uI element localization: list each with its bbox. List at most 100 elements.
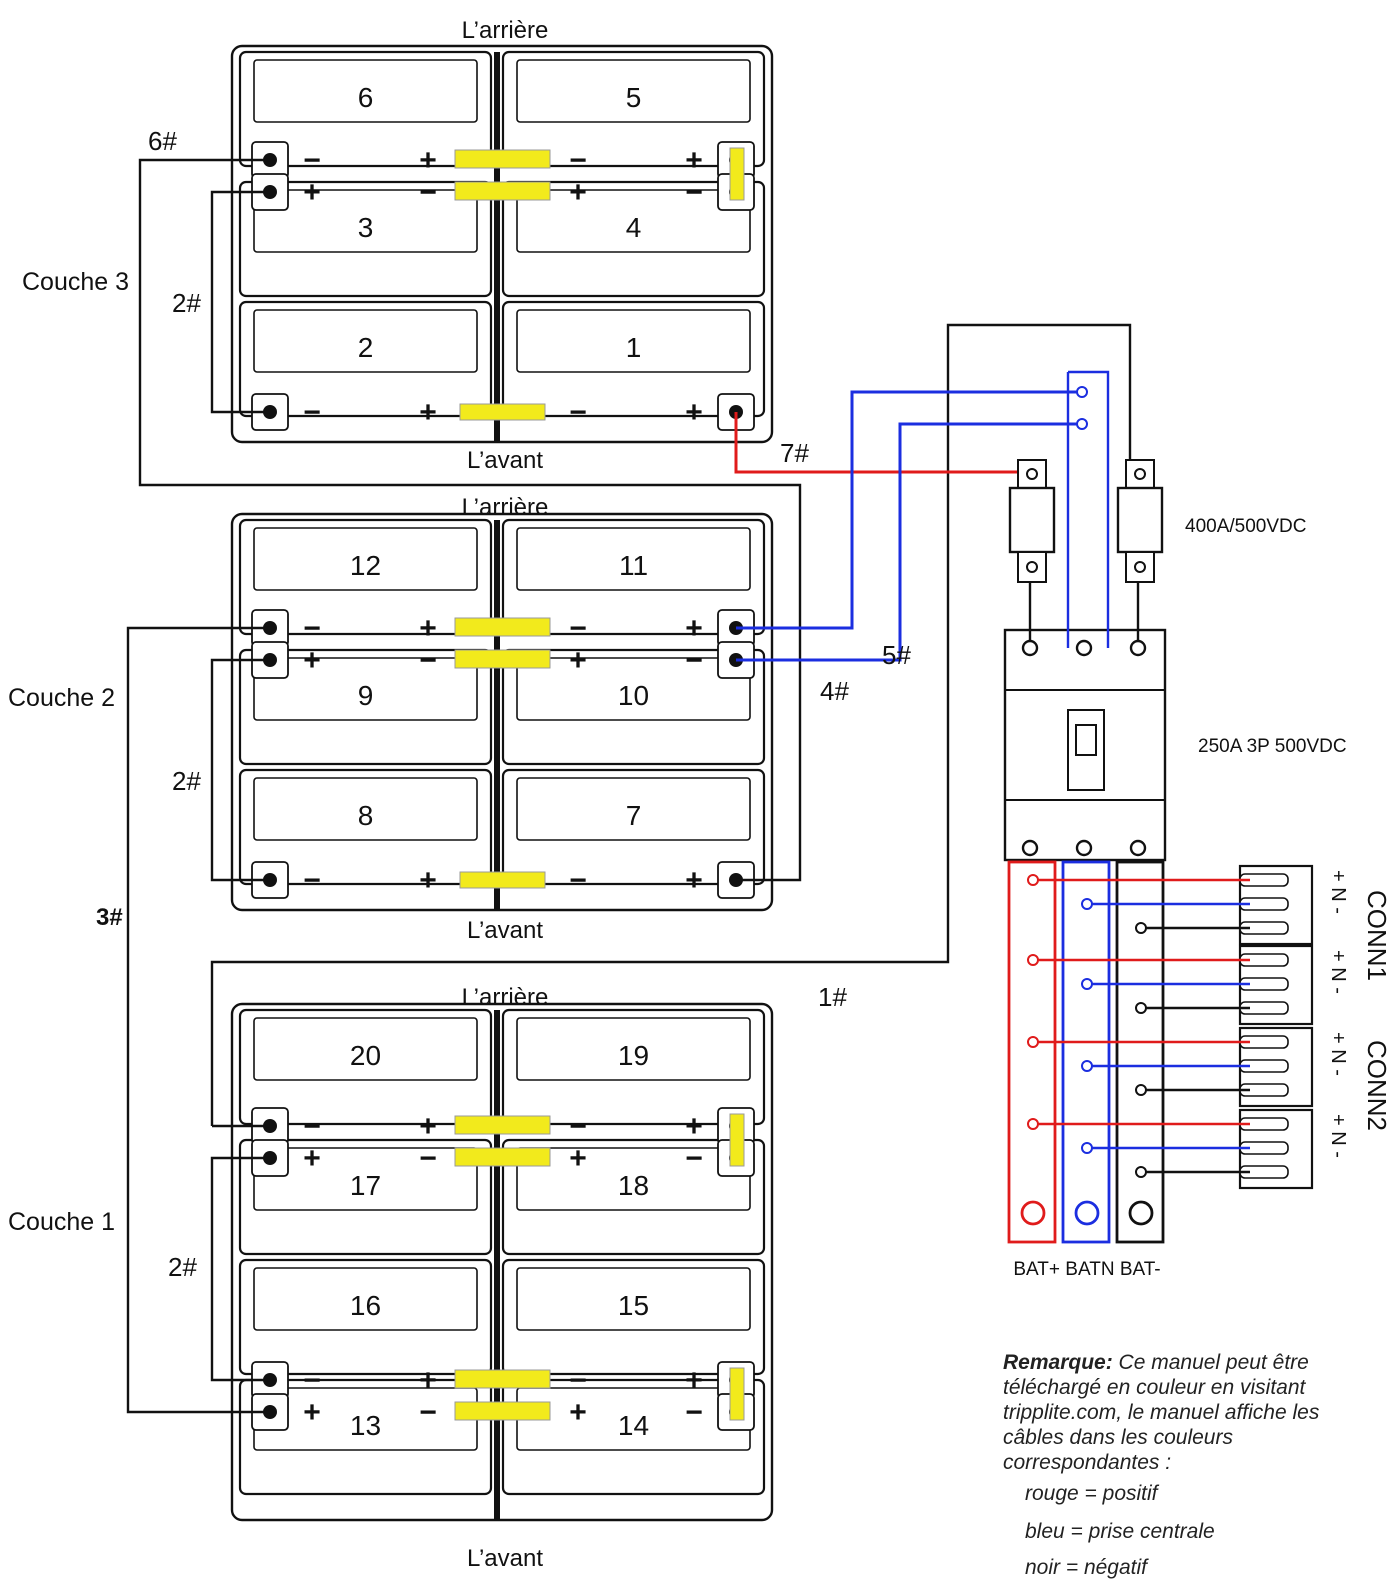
link-bar [454, 649, 551, 669]
battery-cell-10: 10 [501, 648, 766, 766]
busbar-bolt [1020, 1200, 1046, 1226]
battery-cell-3: 3 [238, 180, 493, 298]
fuse-rating: 400A/500VDC [1185, 516, 1306, 537]
battery-cell-16: 16 [238, 1258, 493, 1376]
breaker-top-terminal [1021, 639, 1039, 657]
minus-sign: − [569, 612, 587, 645]
minus-sign: − [685, 1396, 703, 1429]
minus-sign: − [419, 1396, 437, 1429]
cell-inner [253, 1267, 478, 1331]
cell-inner [253, 777, 478, 841]
cell-outline [501, 1008, 766, 1126]
plus-sign: + [419, 1110, 437, 1143]
link-bar [459, 871, 546, 889]
link-bar [459, 403, 546, 421]
cell-outline [501, 518, 766, 636]
cell-number: 10 [618, 680, 649, 711]
fuse-bottom-cap [1125, 551, 1155, 583]
fuse-body [1116, 486, 1164, 554]
battery-cell-1: 1 [501, 300, 766, 418]
bus-tap [1027, 1118, 1039, 1130]
orientation-label-front: L’avant [467, 1545, 543, 1572]
plus-sign: + [419, 1364, 437, 1397]
cell-number: 8 [358, 800, 374, 831]
plus-sign: + [685, 144, 703, 177]
cable-label-4: 4# [820, 676, 849, 706]
battery-cell-20: 20 [238, 1008, 493, 1126]
bus-post [1076, 418, 1088, 430]
fuse-bottom-cap [1017, 551, 1047, 583]
minus-sign: − [303, 864, 321, 897]
cell-inner [253, 527, 478, 591]
bus-tap [1135, 1084, 1147, 1096]
legend-positive: rouge = positif [1025, 1482, 1158, 1505]
bus-tap [1081, 898, 1093, 910]
minus-sign: − [303, 144, 321, 177]
connector-label-conn2: CONN2 [1362, 1040, 1392, 1131]
orientation-label-back: L’arrière [462, 494, 549, 521]
bus-tap [1027, 1036, 1039, 1048]
cell-outline [238, 518, 493, 636]
cell-inner [516, 1147, 751, 1211]
battery-cell-15: 15 [501, 1258, 766, 1376]
cable-5 [736, 390, 1082, 630]
cell-number: 12 [350, 550, 381, 581]
connector-4: + N - [1027, 1108, 1349, 1190]
minus-sign: − [419, 176, 437, 209]
cable-3 [126, 626, 270, 1414]
battery-cell-6: 6 [238, 50, 493, 168]
battery-cell-14: 14 [501, 1378, 766, 1496]
cell-outline [238, 180, 493, 298]
minus-sign: − [569, 1364, 587, 1397]
connector-pin-labels: + N - [1327, 870, 1349, 914]
minus-sign: − [685, 1142, 703, 1175]
cell-number: 11 [619, 550, 648, 581]
plus-sign: + [303, 644, 321, 677]
cell-number: 9 [358, 680, 374, 711]
bus-tap [1027, 954, 1039, 966]
cable-label-2c: 2# [168, 1252, 197, 1282]
cell-outline [501, 648, 766, 766]
minus-sign: − [303, 1110, 321, 1143]
orientation-label-back: L’arrière [462, 17, 549, 44]
cable-2-layer2 [210, 658, 270, 882]
fuse-top-cap [1017, 459, 1047, 489]
busbar-outline [1007, 860, 1057, 1244]
connector-2: + N - [1027, 944, 1349, 1026]
cell-number: 13 [350, 1410, 381, 1441]
layer-frame [230, 1002, 774, 1522]
bus-tap [1081, 978, 1093, 990]
link-bar [454, 617, 551, 637]
bus-tap [1135, 922, 1147, 934]
plus-sign: + [685, 1364, 703, 1397]
connector-3: + N - [1027, 1026, 1349, 1108]
orientation-label-back: L’arrière [462, 984, 549, 1011]
connector-pin-labels: + N - [1327, 1032, 1349, 1076]
cable-7 [734, 412, 1030, 474]
link-bar [454, 1369, 551, 1389]
cable-1 [210, 323, 1132, 1126]
minus-sign: − [419, 1142, 437, 1175]
cell-outline [501, 300, 766, 418]
cell-number: 15 [618, 1290, 649, 1321]
plus-sign: + [685, 1110, 703, 1143]
busbar-negative [1115, 860, 1165, 1244]
cell-inner [253, 1017, 478, 1081]
plus-sign: + [569, 644, 587, 677]
breaker-bottom-terminal [1021, 839, 1039, 857]
cell-outline [238, 768, 493, 886]
cable-label-7: 7# [780, 438, 809, 468]
cable-2-layer3 [210, 190, 270, 414]
battery-cell-4: 4 [501, 180, 766, 298]
cell-number: 20 [350, 1040, 381, 1071]
layer-label-2: Couche 2 [8, 684, 115, 712]
plus-sign: + [303, 176, 321, 209]
fuse-bottom-bolt [1026, 561, 1038, 573]
cell-number: 3 [358, 212, 374, 243]
cable-label-1: 1# [818, 982, 847, 1012]
layer-label-1: Couche 1 [8, 1208, 115, 1236]
cable-wiring [126, 158, 1132, 1414]
cell-inner [516, 777, 751, 841]
